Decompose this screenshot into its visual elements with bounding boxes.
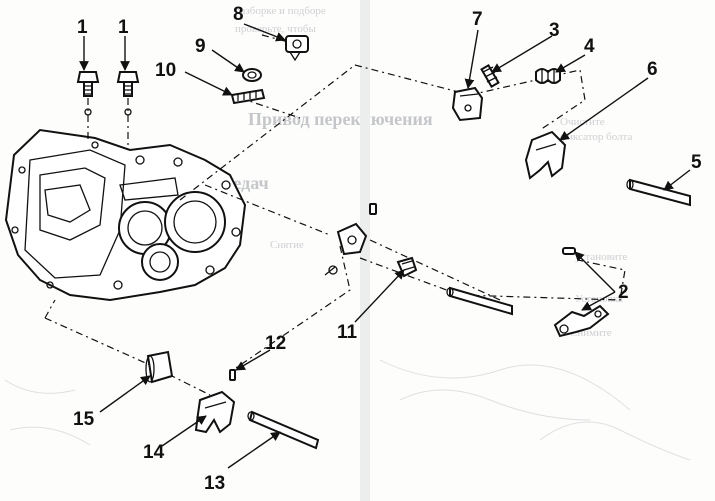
part-13-shift-rod	[247, 410, 320, 450]
callout-1-left: 1	[77, 17, 88, 38]
bg-texture	[4, 359, 691, 461]
part-15-sleeve	[145, 350, 174, 384]
bg-text-line: разборке и подборе	[235, 5, 326, 17]
bg-text-line: Снятие	[270, 239, 304, 251]
part-12-pin	[229, 369, 236, 381]
bg-text-line: Очистите	[560, 116, 605, 128]
callout-14: 14	[143, 442, 165, 463]
callout-9: 9	[195, 36, 206, 57]
part-2-lever	[553, 247, 610, 338]
part-10-spring-pin	[230, 88, 266, 105]
part-9-washer	[242, 68, 262, 82]
part-7-shift-block	[451, 86, 484, 122]
callout-6: 6	[647, 59, 658, 80]
callout-8: 8	[233, 4, 244, 25]
part-6-shift-fork	[524, 130, 567, 180]
callout-3: 3	[549, 20, 560, 41]
callout-11: 11	[337, 322, 358, 343]
gearbox-housing	[4, 128, 247, 302]
part-1-plug-right	[116, 71, 140, 116]
part-1-plug-left	[76, 71, 100, 116]
bg-heading: Привод переключения	[248, 109, 433, 129]
part-8-switch	[285, 35, 309, 62]
leader-lines	[79, 23, 691, 469]
assembly-lines	[44, 34, 626, 396]
shift-rod-middle	[446, 286, 513, 316]
callout-10: 10	[155, 60, 177, 81]
bg-text-line: проверьте, чтобы	[235, 23, 316, 35]
callout-4: 4	[584, 36, 595, 57]
bg-text-line: фиксатор болта	[560, 131, 633, 143]
part-14-shift-fork	[194, 390, 236, 434]
callout-1-right: 1	[118, 17, 129, 38]
callout-5: 5	[691, 152, 702, 173]
callout-2: 2	[618, 282, 629, 303]
part-5-shift-rod	[626, 178, 691, 207]
callout-15: 15	[73, 409, 95, 430]
bg-text-line: установите	[575, 251, 628, 263]
part-3-bolt	[480, 63, 500, 89]
callout-12: 12	[265, 333, 287, 354]
part-4-spring	[535, 68, 561, 84]
callout-13: 13	[204, 473, 226, 494]
page-gutter	[360, 0, 370, 501]
callout-7: 7	[472, 9, 483, 30]
